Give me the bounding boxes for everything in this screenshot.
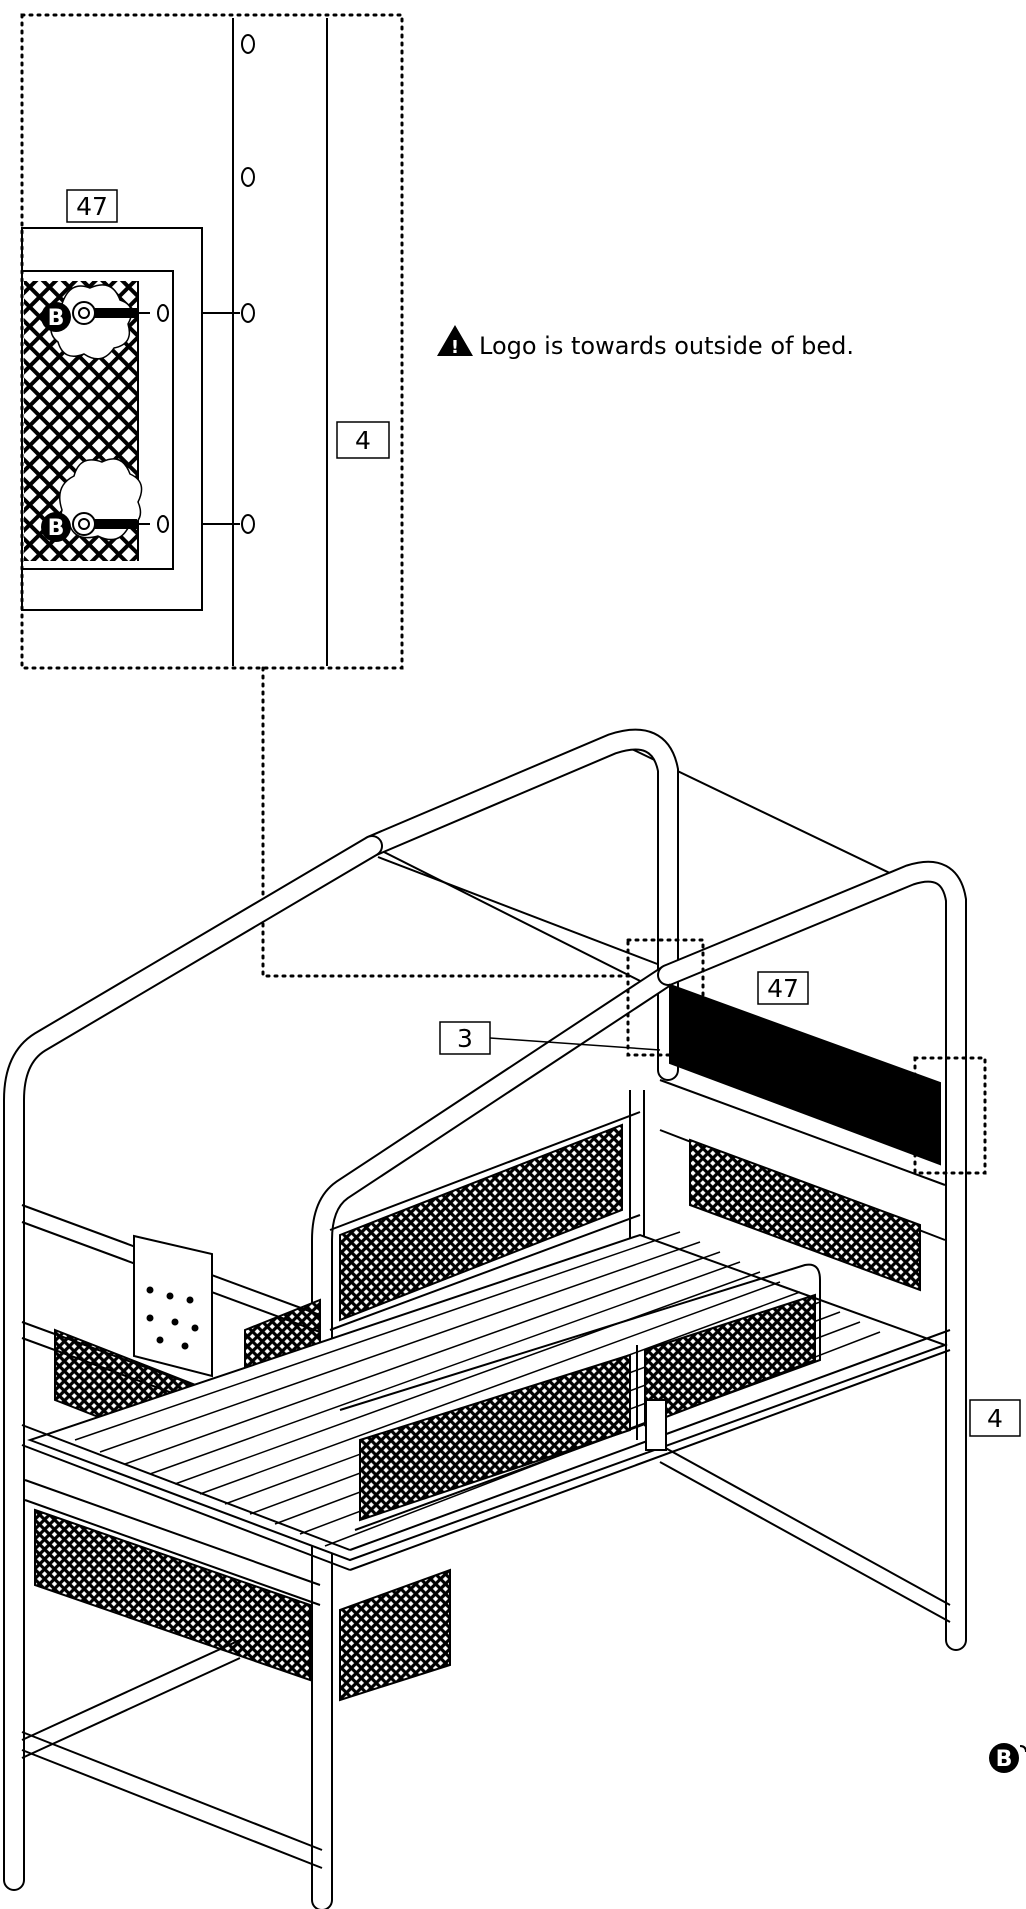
bolt-badge-letter: B (48, 306, 65, 331)
bed-frame (27, 1233, 948, 1562)
leg-label-box-main (969, 1399, 1021, 1437)
warning-triangle-icon (437, 325, 473, 356)
canopy-fabric (369, 738, 901, 992)
roof-tube-front-inner (313, 966, 677, 1909)
detail-highlight-box (626, 938, 705, 1057)
leg-foot (645, 1399, 667, 1451)
panel-label: 47 (76, 192, 108, 221)
panel-label-box-main (757, 971, 809, 1005)
bolt-top (72, 301, 150, 325)
mount-plate (133, 1234, 213, 1378)
logo-warning-note: ! Logo is towards outside of bed. (437, 325, 854, 360)
leg-hole (241, 514, 255, 534)
roof-tube-right-inner (659, 862, 965, 1649)
panel-label-main: 47 (767, 974, 799, 1003)
storage-bar (24, 1479, 321, 1586)
roof-bar-label-box (439, 1021, 491, 1055)
base-rail-right (659, 1444, 951, 1606)
base-rail (21, 1657, 241, 1759)
left-side-rail (329, 1111, 641, 1231)
bolt-badge-letter: B (996, 1747, 1013, 1772)
back-mesh-panel (689, 1138, 921, 1292)
bed-assembly (3, 728, 967, 1909)
back-rail (659, 1079, 946, 1186)
roof-tube-left-inner (5, 837, 381, 1889)
warning-symbol: ! (451, 337, 459, 358)
roof-bar-leader (489, 1037, 661, 1051)
left-side-mesh-panel (339, 1123, 623, 1322)
detail-inset: B B 47 4 (20, 13, 404, 670)
guard-mesh-left (359, 1353, 631, 1522)
canopy-seam (377, 856, 661, 966)
storage-bar (24, 1499, 321, 1606)
panel-hole (157, 515, 169, 533)
leg-hole (241, 303, 255, 323)
leg-label-box (336, 421, 390, 459)
logo-warning-text: Logo is towards outside of bed. (479, 332, 854, 360)
storage-mesh-right (339, 1568, 451, 1702)
base-rail (21, 1731, 323, 1851)
bed-rail-front (21, 1424, 351, 1551)
bolt-badge-bottom: B (41, 512, 71, 542)
panel-hole (157, 304, 169, 322)
roof-bar-label: 3 (457, 1024, 473, 1053)
bolt-badge-top: B (41, 302, 71, 332)
left-side-rail (329, 1214, 641, 1331)
headboard-logo-panel (669, 983, 941, 1166)
leg-label: 4 (355, 426, 371, 455)
panel-frame-inner (21, 270, 174, 570)
base-rail (21, 1639, 241, 1741)
roof-tube-back-inner (363, 730, 677, 1079)
leg-hole (241, 34, 255, 54)
bed-rail-front (21, 1444, 351, 1571)
detail-highlight-box (913, 1056, 987, 1175)
bolt-bottom (72, 512, 150, 536)
panel-label-box (66, 189, 118, 223)
guard-rail-frame (339, 1263, 821, 1531)
detail-connector (261, 666, 642, 978)
bolt-badge-edge: B (989, 1743, 1026, 1773)
storage-mesh-left (34, 1508, 311, 1682)
bed-rail-side (349, 1349, 951, 1571)
leg-hole (241, 167, 255, 187)
bolt-badge-letter: B (48, 516, 65, 541)
base-rail-right (659, 1461, 951, 1623)
base-rail (21, 1749, 323, 1869)
leg-label-main: 4 (987, 1404, 1003, 1433)
